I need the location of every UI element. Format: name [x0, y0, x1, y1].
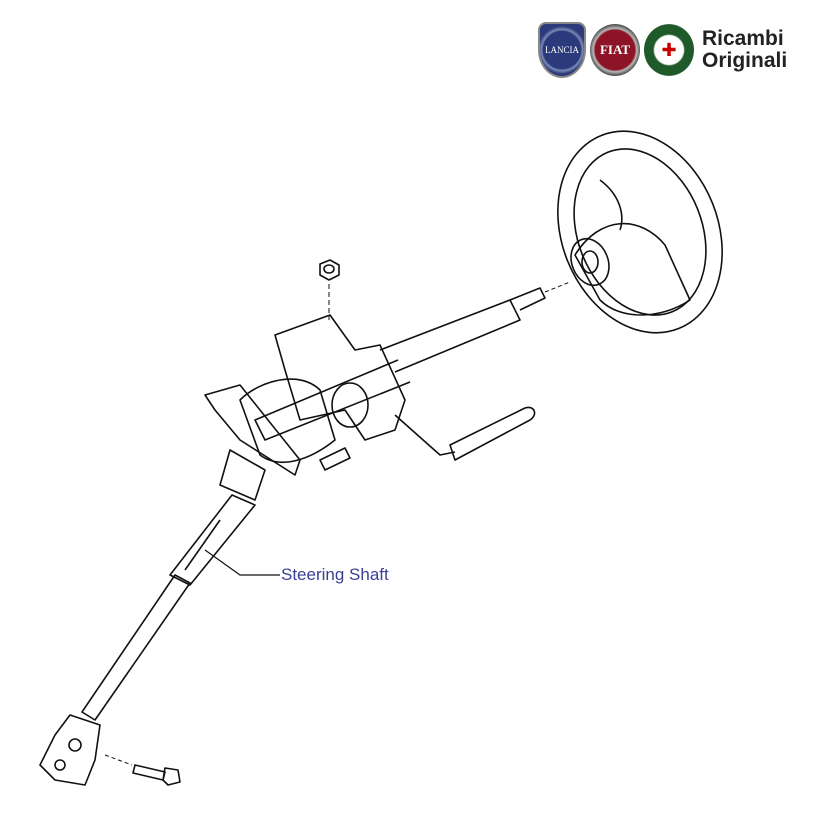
lancia-logo: LANCIA	[538, 22, 586, 78]
callout-leader-line	[204, 549, 280, 576]
steering-shaft-label: Steering Shaft	[281, 565, 389, 584]
nut	[319, 259, 340, 320]
tagline-line2: Originali	[702, 49, 788, 72]
steering-wheel	[557, 130, 723, 334]
tilt-lever	[394, 406, 536, 461]
steering-shaft	[81, 494, 256, 721]
fiat-logo: FIAT	[590, 24, 640, 76]
column-bracket	[204, 314, 406, 501]
brand-logo: LANCIA FIAT ✚ Ricambi Originali	[538, 22, 787, 78]
alfa-romeo-logo: ✚	[644, 24, 694, 76]
universal-joint	[39, 714, 101, 786]
column-tube	[254, 281, 571, 441]
bolt	[104, 754, 181, 786]
tagline-line1: Ricambi	[702, 27, 784, 50]
ricambi-originali-text: Ricambi Originali	[702, 28, 787, 72]
